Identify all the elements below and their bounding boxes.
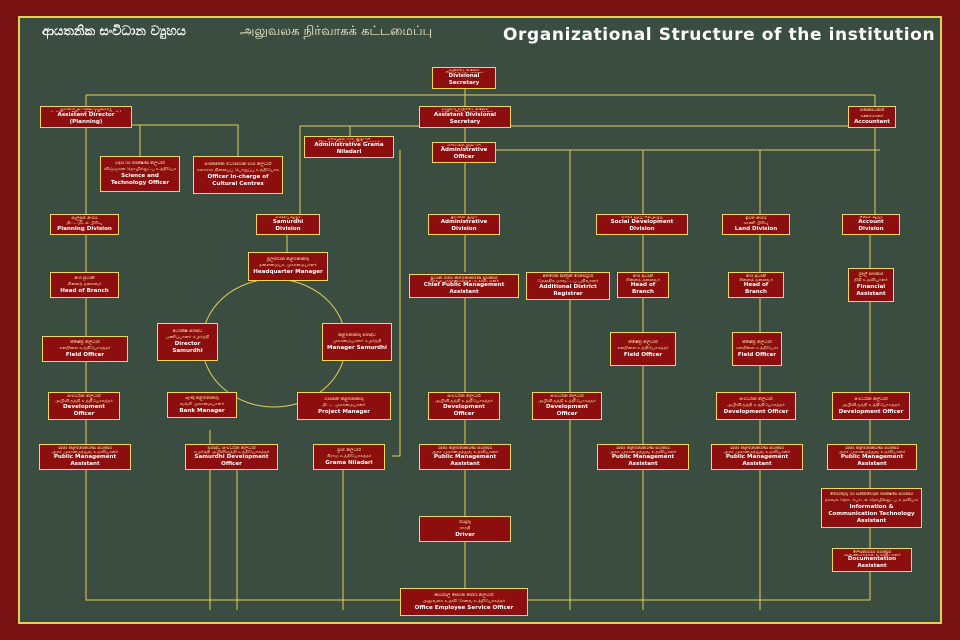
- node-cultural-centres-officer: සංස්කෘතික මධ්‍යස්ථාන භාර නිලධාරීகலாசார ந…: [193, 156, 283, 194]
- node-development-officer-planning: සංවර්ධන නිලධාරීஅபிவிருத்தி உத்தியோகத்தர்…: [48, 392, 120, 420]
- node-administrative-grama-niladari: පරිපාලන ග්‍රාම නිලධාරීநிர்வாக கிராம உத்த…: [304, 136, 394, 158]
- node-divisional-secretary: ප්‍රාදේශීය ලේකම්பிரதேச செயலாளர்Divisiona…: [432, 67, 496, 89]
- node-head-of-branch-planning: අංශ ප්‍රධානීகிளைத் தலைவர்Head of Branch: [50, 272, 119, 298]
- node-head-of-branch-land: අංශ ප්‍රධානීகிளைத் தலைவர்Head of Branch: [728, 272, 784, 298]
- node-samurdhi-development-officer: සමෘද්ධි සංවර්ධන නිලධාරීசமுர்த்தி அபிவிரு…: [185, 444, 278, 470]
- title-sinhala: ආයතනික සංවිධාන ව්‍යුහය: [42, 24, 186, 39]
- node-additional-district-registrar: අතිරේක දිස්ත්‍රික් රෙජිස්ට්‍රාර්மேலதிக ம…: [526, 272, 610, 300]
- node-administrative-division: ආයතන අංශයநிர்வாக பிரிவுAdministrative Di…: [428, 214, 500, 235]
- node-science-technology-officer: විද්‍යා හා තාක්ෂණ නිලධාරීவிஞ்ஞான தொழில்ந…: [100, 156, 180, 192]
- node-grama-niladari: ග්‍රාම නිලධාරීகிராம உத்தியோகத்தர்Grama N…: [313, 444, 385, 470]
- node-development-officer-account: සංවර්ධන නිලධාරීஅபிவிருத்தி உத்தியோகத்தர்…: [832, 392, 910, 420]
- node-office-employee-service-officer: කාර්යාල සේවක සේවා නිලධාරීஅலுவலக உதவி சேவ…: [400, 588, 528, 616]
- node-administrative-officer: පරිපාලන නිලධාරීநிர்வாக உத்தியோகத்தர்Admi…: [432, 142, 496, 163]
- node-field-officer-land: ක්ෂේත්‍ර නිලධාරීகளநிலை உத்தியோகத்தர்Fiel…: [732, 332, 782, 366]
- node-samurdhi-division: සමෘද්ධි අංශයசமுர்த்தி பிரிவுSamurdhi Div…: [256, 214, 320, 235]
- node-development-officer-admin: සංවර්ධන නිලධාරීஅபிவிருத்தி உத்தியோகத்தர்…: [428, 392, 500, 420]
- node-assistant-divisional-secretary: සහකාර ප්‍රාදේශීය ලේකම්உதவிப் பிரதேச செயல…: [419, 106, 511, 128]
- node-director-samurdhi: අධ්‍යක්ෂ සමෘද්ධිபணிப்பாளர் சமுர்த்திDire…: [157, 323, 218, 361]
- node-development-officer-registrar: සංවර්ධන නිලධාරීஅபிவிருத்தி உத்தியோகத்தர்…: [532, 392, 602, 420]
- node-field-officer-planning: ක්ෂේත්‍ර නිලධාරීகளநிலை உத்தியோகத்தர்Fiel…: [42, 336, 128, 362]
- node-bank-manager: බැංකු කළමනාකරුவங்கி முகாமையாளர்Bank Mana…: [167, 392, 237, 418]
- node-field-officer-social: ක්ෂේත්‍ර නිලධාරීகளநிலை உத்தியோகத்தர்Fiel…: [610, 332, 676, 366]
- node-project-manager: ව්‍යාපෘති කළමනාකරුதிட்ட முகாமையாளர்Proje…: [297, 392, 391, 420]
- title-english: Organizational Structure of the institut…: [503, 25, 936, 45]
- node-development-officer-land: සංවර්ධන නිලධාරීஅபிவிருத்தி உத்தியோகத்தர்…: [716, 392, 796, 420]
- node-social-development-division: සමාජ සංවර්ධන අංශයசமூக அபிவிருத்தி பிரிவு…: [596, 214, 688, 235]
- node-headquarter-manager: මූලස්ථාන කළමනාකරුதலைமையக முகாமையாளர்Head…: [248, 252, 328, 281]
- node-manager-samurdhi: කළමනාකරු සමෘද්ධිமுகாமையாளர் சமுர்த்திMan…: [322, 323, 392, 361]
- node-accountant: ගණකාධිකාරීகணக்காளர்Accountant: [848, 106, 896, 128]
- node-driver: රියදුරුசாரதிDriver: [419, 516, 511, 542]
- title-tamil: அலுவலக நிர்வாகக் கட்டமைப்பு: [240, 24, 433, 39]
- node-assistant-director-planning: සහකාර අධ්‍යක්ෂ (සැලසුම්)உதவிப் பணிப்பாளர…: [40, 106, 132, 128]
- node-head-of-branch-social: අංශ ප්‍රධානීகிளைத் தலைவர்Head of Branch: [617, 272, 669, 298]
- node-account-division: ගිණුම් අංශයகணக்கு பிரிவுAccount Division: [842, 214, 900, 235]
